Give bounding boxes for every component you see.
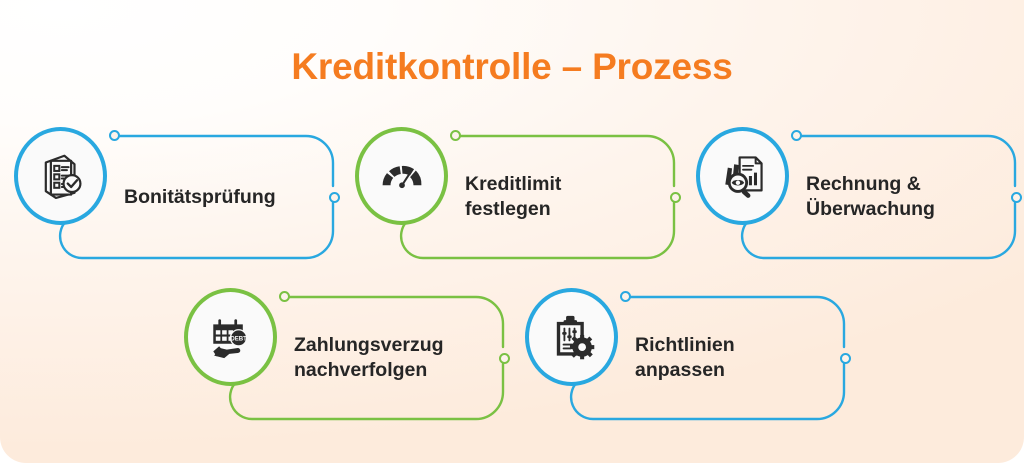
step-label-4-line1: Zahlungsverzug bbox=[294, 334, 444, 357]
process-step-card-2[interactable]: Kreditlimit festlegen bbox=[355, 127, 681, 260]
card-outline-4 bbox=[228, 295, 505, 421]
card-outline-2 bbox=[399, 134, 676, 260]
process-step-card-4[interactable]: DEBT Zahlungsverzug nachverfolgen bbox=[184, 288, 510, 421]
connector-dot-right-4 bbox=[498, 352, 510, 364]
step-label-4-line2: nachverfolgen bbox=[294, 359, 428, 381]
card-outline-1 bbox=[58, 134, 335, 260]
step-label-2-line2: festlegen bbox=[465, 198, 551, 220]
step-label-3: Rechnung & Überwachung bbox=[806, 135, 991, 259]
step-label-3-line1: Rechnung & bbox=[806, 173, 921, 196]
step-label-5: Richtlinien anpassen bbox=[635, 296, 820, 420]
magnifier-documents-chart-icon bbox=[724, 156, 763, 198]
step-icon-badge-5 bbox=[525, 288, 618, 386]
page-title: Kreditkontrolle – Prozess bbox=[291, 46, 733, 87]
step-icon-badge-2 bbox=[355, 127, 448, 225]
connector-dot-top-3 bbox=[791, 129, 802, 141]
connector-dot-top-5 bbox=[620, 290, 631, 302]
process-step-card-5[interactable]: Richtlinien anpassen bbox=[525, 288, 851, 421]
clipboard-sliders-gear-icon bbox=[556, 315, 594, 360]
connector-dot-top-4 bbox=[279, 290, 290, 302]
step-label-1: Bonitätsprüfung bbox=[124, 135, 309, 259]
checklist-document-check-icon bbox=[44, 154, 82, 200]
card-outline-5 bbox=[569, 295, 846, 421]
step-icon-badge-3 bbox=[696, 127, 789, 225]
svg-text:DEBT: DEBT bbox=[230, 337, 247, 343]
step-label-5-line2: anpassen bbox=[635, 359, 725, 381]
step-label-1-line1: Bonitätsprüfung bbox=[124, 185, 276, 208]
process-step-card-3[interactable]: Rechnung & Überwachung bbox=[696, 127, 1022, 260]
connector-dot-right-1 bbox=[328, 191, 340, 203]
step-icon-badge-1 bbox=[14, 127, 107, 225]
connector-dot-right-2 bbox=[669, 191, 681, 203]
step-label-2-line1: Kreditlimit bbox=[465, 173, 562, 196]
step-label-2: Kreditlimit festlegen bbox=[465, 135, 650, 259]
step-label-4: Zahlungsverzug nachverfolgen bbox=[294, 296, 479, 420]
step-label-3-line2: Überwachung bbox=[806, 198, 935, 220]
connector-dot-top-2 bbox=[450, 129, 461, 141]
connector-dot-right-3 bbox=[1010, 191, 1022, 203]
card-outline-3 bbox=[740, 134, 1017, 260]
connector-dot-right-5 bbox=[839, 352, 851, 364]
step-icon-badge-4: DEBT bbox=[184, 288, 277, 386]
calendar-hand-debt-icon: DEBT bbox=[212, 319, 247, 359]
gauge-speedometer-icon bbox=[382, 165, 421, 189]
connector-dot-top-1 bbox=[109, 129, 120, 141]
process-step-card-1[interactable]: Bonitätsprüfung bbox=[14, 127, 340, 260]
step-label-5-line1: Richtlinien bbox=[635, 334, 735, 357]
